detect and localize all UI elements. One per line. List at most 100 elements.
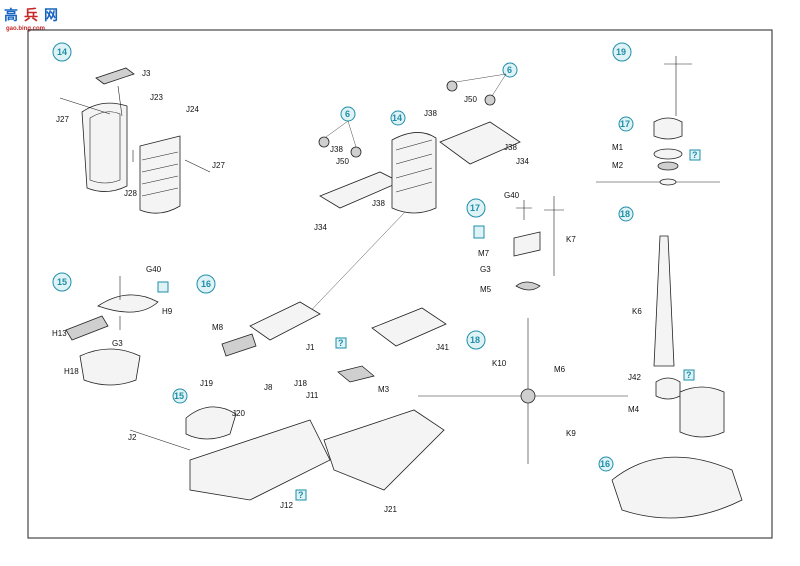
part-J23 [81,102,128,192]
help-marker-2: ? [298,490,304,500]
label-J27-left: J27 [56,115,69,124]
label-H9: H9 [162,307,173,316]
part-J24 [139,135,181,214]
step-14-deck-assembly: 6 6 14 J38 J50 J38 J34 J38 J50 J38 J34 [299,62,529,323]
part-H18 [79,348,141,386]
label-J38-d: J38 [504,143,517,152]
step-18-yardarm: 18 K10 M6 K9 [418,318,628,464]
label-J38-a: J38 [330,145,343,154]
label-M1: M1 [612,143,624,152]
paint-icon-17 [473,225,485,239]
step-15-turret: 15 G40 H9 H13 G3 H18 [52,265,173,386]
label-G3-a: G3 [112,339,123,348]
part-J42 [655,377,681,400]
label-H13: H13 [52,329,67,338]
step-19-mast: 19 17 18 16 ? ? M1 M2 K6 J42 M4 [596,42,743,519]
part-6-left-b [350,146,362,158]
page-frame [27,29,773,539]
step-number-18: 18 [470,335,480,345]
part-M2 [657,161,679,171]
label-K9: K9 [566,429,576,438]
label-J8: J8 [264,383,273,392]
watermark-char-1: 高 [4,7,18,24]
watermark-logo: 高 兵 网 gao.bing.com [4,7,58,32]
step-number-16-ref: 16 [600,459,610,469]
help-marker-3: ? [692,150,698,160]
watermark-char-2: 兵 [24,7,38,24]
label-G3-b: G3 [480,265,491,274]
step-number-17: 17 [470,203,480,213]
part-M1 [653,148,683,160]
part-J12 [189,419,331,501]
label-M6: M6 [554,365,566,374]
part-J1 [249,301,321,341]
step-number-18-ref: 18 [620,209,630,219]
help-marker-1: ? [338,338,344,348]
watermark-url: gao.bing.com [6,26,45,32]
part-H13 [65,315,109,341]
label-K7: K7 [566,235,576,244]
part-6-left-a [318,136,330,148]
part-J3 [95,67,135,85]
part-J20-turret [185,406,237,440]
part-housing-assembled [679,386,725,438]
part-M5 [515,281,541,291]
label-J34-a: J34 [314,223,327,232]
label-J23: J23 [150,93,163,102]
label-J38-b: J38 [372,199,385,208]
step-number-15: 15 [57,277,67,287]
part-J34-right [439,121,521,165]
label-J50-a: J50 [336,157,349,166]
label-J18: J18 [294,379,307,388]
label-M5: M5 [480,285,492,294]
step-16-deck: 16 15 ? ? M8 J1 J41 M3 J19 J20 J8 J18 J1… [128,274,449,514]
label-J50-b: J50 [464,95,477,104]
part-K6 [653,235,675,367]
label-M4: M4 [628,405,640,414]
part-M6 [520,388,536,404]
step-badge-14 [52,42,72,62]
label-J19: J19 [200,379,213,388]
label-J21: J21 [384,505,397,514]
label-K6: K6 [632,307,642,316]
part-J41 [371,307,447,347]
label-M3: M3 [378,385,390,394]
label-J2: J2 [128,433,137,442]
step-number-19: 19 [616,47,626,57]
part-M7 [513,231,541,257]
step-17-mast-base: 17 G40 M7 K7 G3 M5 [466,191,576,294]
label-J20: J20 [232,409,245,418]
label-J24: J24 [186,105,199,114]
label-J12: J12 [280,501,293,510]
step-number-17-ref: 17 [620,119,630,129]
part-J21 [323,409,445,491]
part-6-right-b [484,94,496,106]
step-14-housing: 14 J3 J23 J24 J27 J27 J28 [52,42,225,214]
label-G40-b: G40 [504,191,520,200]
label-H18: H18 [64,367,79,376]
help-marker-4: ? [686,370,692,380]
label-J28: J28 [124,189,137,198]
step-number-14: 14 [57,47,67,57]
part-H9 [97,294,159,313]
label-J42: J42 [628,373,641,382]
label-J11: J11 [306,391,319,400]
paint-icon-15 [157,281,169,293]
step-number-6-left: 6 [345,109,350,119]
label-G40-a: G40 [146,265,162,274]
label-K10: K10 [492,359,507,368]
label-J27-right: J27 [212,161,225,170]
label-J34-b: J34 [516,157,529,166]
part-M8 [221,333,257,357]
step-number-16: 16 [201,279,211,289]
label-J38-c: J38 [424,109,437,118]
step-number-6-right: 6 [507,65,512,75]
part-M3 [337,365,375,383]
part-hull-assembled [611,456,743,519]
part-J34-left [319,171,401,209]
label-M2: M2 [612,161,624,170]
label-J3: J3 [142,69,151,78]
watermark-char-3: 网 [44,8,58,24]
label-J41: J41 [436,343,449,352]
